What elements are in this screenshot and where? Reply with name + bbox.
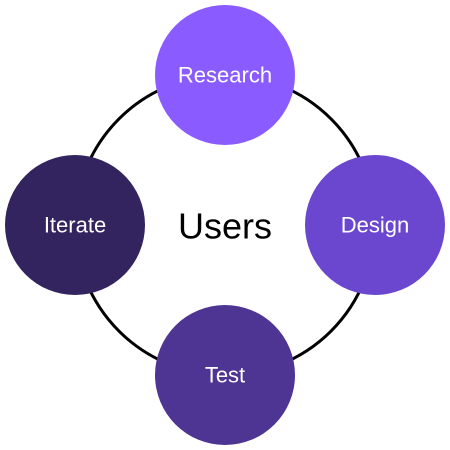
node-iterate-label: Iterate [44,213,106,238]
node-design: Design [305,155,445,295]
node-test-circle [155,305,295,445]
node-design-circle [305,155,445,295]
node-test-label: Test [205,363,245,388]
node-research: Research [155,5,295,145]
node-test: Test [155,305,295,445]
node-iterate-circle [5,155,145,295]
node-iterate: Iterate [5,155,145,295]
center-label: Users [178,206,272,247]
node-research-circle [155,5,295,145]
node-design-label: Design [341,213,409,238]
node-research-label: Research [178,63,272,88]
